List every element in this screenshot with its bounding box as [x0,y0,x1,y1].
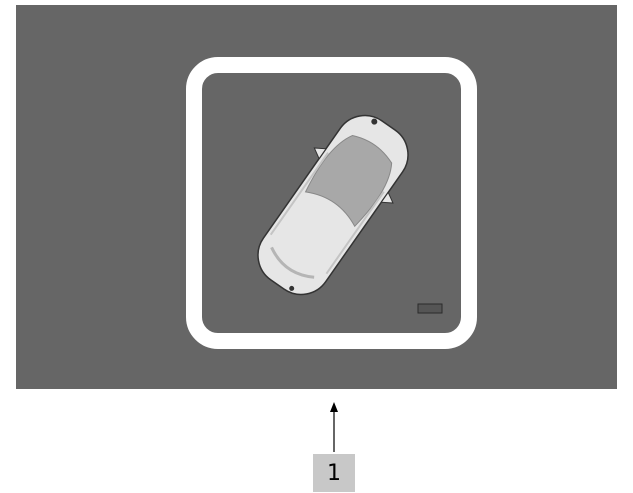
callout-label: 1 [313,454,355,492]
arrow-up-icon [330,402,338,452]
callout-number: 1 [327,461,341,486]
charging-pad-icon [418,304,442,313]
